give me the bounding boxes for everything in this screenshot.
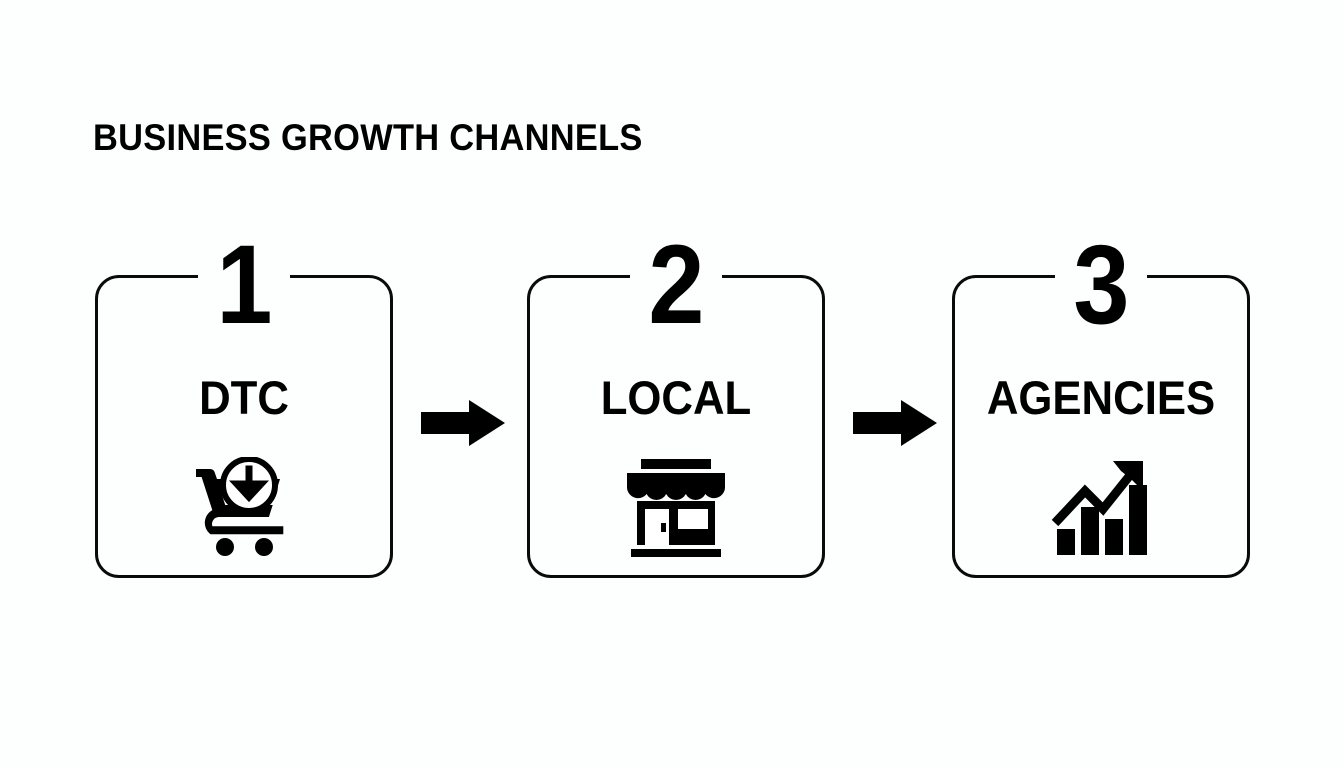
- step-label-2: LOCAL: [600, 371, 752, 424]
- growth-bar-chart-icon: [952, 451, 1250, 563]
- card-frame-number-gap: [630, 271, 722, 280]
- flow-step-card-2[interactable]: 2 LOCAL: [527, 229, 825, 578]
- step-label-3: AGENCIES: [986, 371, 1216, 424]
- flow-step-card-1[interactable]: 1 DTC: [95, 229, 393, 578]
- card-frame-number-gap: [1055, 271, 1147, 280]
- arrow-right-icon-1: [421, 400, 505, 446]
- step-number-3: 3: [1073, 222, 1129, 347]
- arrow-right-icon-2: [853, 400, 937, 446]
- step-number-2: 2: [648, 222, 704, 347]
- shopping-cart-download-icon: [95, 451, 393, 563]
- storefront-icon: [527, 451, 825, 563]
- flow-step-card-3[interactable]: 3 AGENCIES: [952, 229, 1250, 578]
- process-flow: 1 DTC: [0, 229, 1344, 584]
- card-frame-number-gap: [198, 271, 290, 280]
- step-label-1: DTC: [199, 371, 289, 424]
- page-title: BUSINESS GROWTH CHANNELS: [93, 117, 643, 158]
- step-number-1: 1: [216, 222, 272, 347]
